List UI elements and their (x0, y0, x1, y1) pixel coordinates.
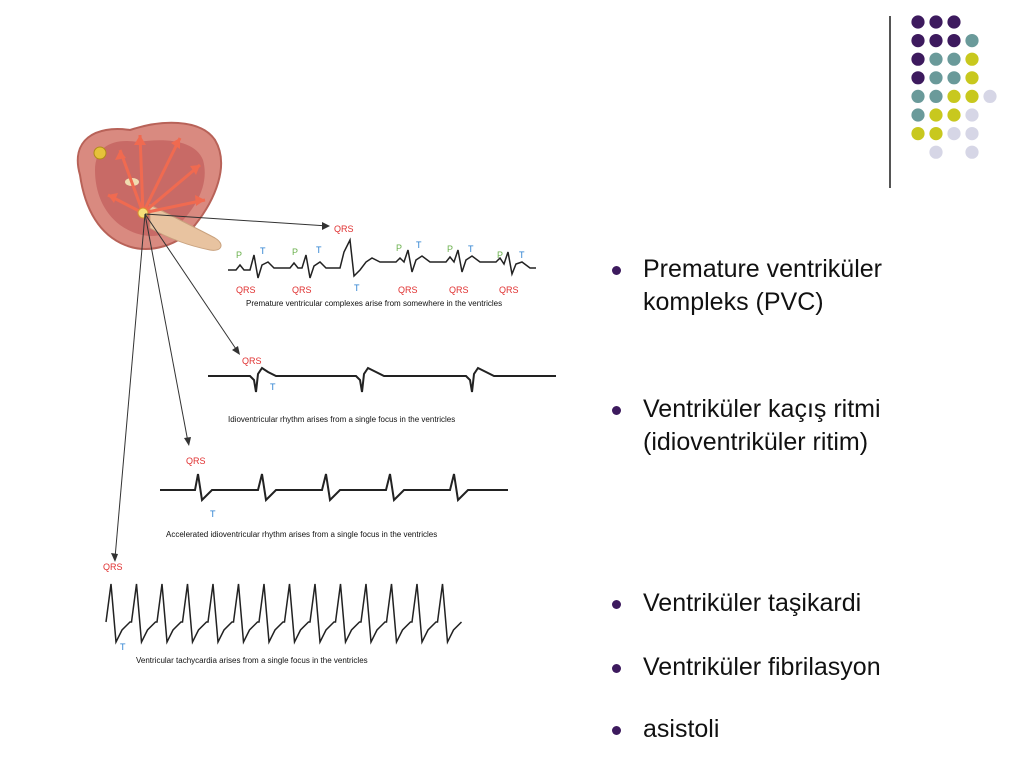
decorative-dot (929, 71, 943, 85)
decorative-dot (965, 52, 979, 66)
decorative-dot (947, 108, 961, 122)
ecg-label-t: T (316, 245, 322, 255)
decorative-dot (929, 52, 943, 66)
bullet-dot-icon (612, 406, 621, 415)
decorative-dot (929, 34, 943, 48)
decorative-dot (965, 89, 979, 103)
ecg-label-t: T (270, 382, 276, 392)
decorative-dot (983, 89, 997, 103)
ecg-label-t: T (210, 509, 216, 519)
ecg-label-t: T (354, 283, 360, 293)
bullet-dot-icon (612, 600, 621, 609)
ecg-caption: Idioventricular rhythm arises from a sin… (228, 415, 455, 424)
bullet-dot-icon (612, 266, 621, 275)
ecg-label-qrs: QRS (398, 285, 418, 295)
bullet-item: Premature ventriküler kompleks (PVC) (612, 253, 953, 319)
ecg-trace-pvc: QRS P T P T P T P T P T QRS QRS T QRS QR… (228, 224, 536, 308)
decorative-dot (911, 71, 925, 85)
decorative-dot (929, 145, 943, 159)
ecg-caption: Accelerated idioventricular rhythm arise… (166, 530, 437, 539)
bullet-item: Ventriküler kaçış ritmi (idioventriküler… (612, 393, 963, 459)
ecg-label-t: T (260, 246, 266, 256)
ecg-label-p: P (236, 250, 242, 260)
decorative-dot (929, 89, 943, 103)
bullet-text: Ventriküler taşikardi (643, 589, 862, 617)
decorative-dot (965, 145, 979, 159)
ecg-label-p: P (396, 243, 402, 253)
focus-arrows (114, 213, 329, 559)
bullet-text: Ventriküler kaçış ritmi (idioventriküler… (643, 395, 881, 456)
decorative-dot (911, 127, 925, 141)
decorative-divider-line (889, 16, 891, 188)
bullet-text: Ventriküler fibrilasyon (643, 653, 881, 681)
heart-illustration (76, 121, 223, 251)
ecg-caption: Ventricular tachycardia arises from a si… (136, 656, 368, 665)
decorative-dot (911, 89, 925, 103)
ecg-trace-idioventricular: QRS T Idioventricular rhythm arises from… (208, 356, 556, 424)
ecg-rhythm-diagram: QRS P T P T P T P T P T QRS QRS T QRS QR… (76, 121, 556, 665)
decorative-dot (947, 127, 961, 141)
ecg-label-p: P (497, 250, 503, 260)
bullet-item: Ventriküler taşikardi (612, 587, 861, 620)
ecg-label-qrs: QRS (186, 456, 206, 466)
ecg-label-t: T (519, 250, 525, 260)
decorative-dot (965, 108, 979, 122)
decorative-dot-grid (911, 15, 997, 159)
decorative-dot (947, 34, 961, 48)
ecg-caption: Premature ventricular complexes arise fr… (246, 299, 502, 308)
bullet-dot-icon (612, 664, 621, 673)
bullet-text: asistoli (643, 715, 720, 743)
decorative-dot (947, 15, 961, 29)
bullet-item: Ventriküler fibrilasyon (612, 651, 881, 684)
ecg-trace-accelerated-idioventricular: QRS T Accelerated idioventricular rhythm… (160, 456, 508, 539)
decorative-dot (947, 89, 961, 103)
decorative-dot (947, 71, 961, 85)
decorative-dot (965, 34, 979, 48)
decorative-dot (929, 15, 943, 29)
ecg-label-t: T (416, 240, 422, 250)
decorative-dot (965, 71, 979, 85)
bullet-text: Premature ventriküler kompleks (PVC) (643, 255, 882, 316)
ecg-label-p: P (447, 244, 453, 254)
decorative-dot (929, 127, 943, 141)
ecg-label-qrs: QRS (236, 285, 256, 295)
ecg-label-qrs-top: QRS (334, 224, 354, 234)
ecg-label-qrs: QRS (103, 562, 123, 572)
ecg-label-t: T (120, 642, 126, 652)
ecg-label-qrs: QRS (292, 285, 312, 295)
ecg-label-qrs: QRS (499, 285, 519, 295)
decorative-dot (965, 127, 979, 141)
decorative-dot (911, 34, 925, 48)
ecg-label-p: P (292, 247, 298, 257)
ecg-label-qrs: QRS (242, 356, 262, 366)
bullet-dot-icon (612, 726, 621, 735)
ecg-label-t: T (468, 244, 474, 254)
ecg-label-qrs: QRS (449, 285, 469, 295)
decorative-dot (947, 52, 961, 66)
ecg-trace-ventricular-tachycardia: QRS T Ventricular tachycardia arises fro… (103, 562, 463, 665)
decorative-dot (911, 52, 925, 66)
decorative-dot (929, 108, 943, 122)
decorative-dot (911, 108, 925, 122)
decorative-dot (911, 15, 925, 29)
bullet-item: asistoli (612, 713, 719, 746)
